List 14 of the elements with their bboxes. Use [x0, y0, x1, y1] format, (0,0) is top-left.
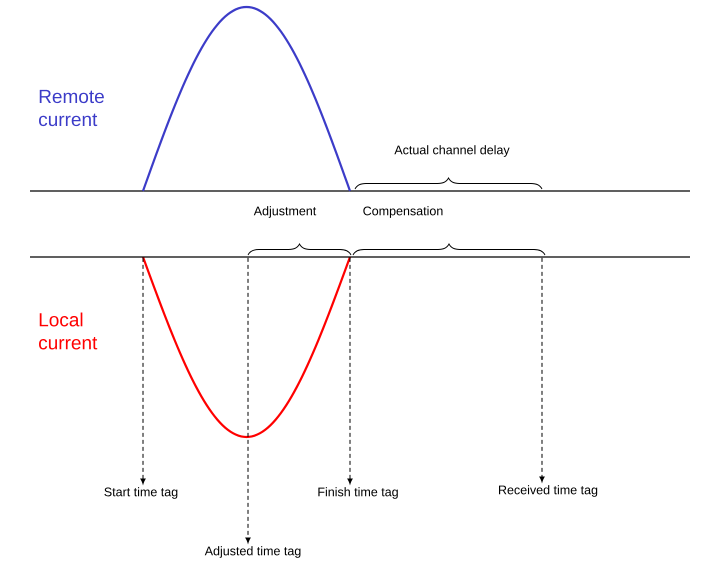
time-tag-label: Start time tag [104, 487, 178, 499]
brace-label: Actual channel delay [394, 145, 510, 157]
time-axis [30, 256, 690, 258]
time-tag-label: Finish time tag [318, 487, 398, 499]
remote-current-label: Remote current [39, 90, 104, 126]
time-tag-label: Received time tag [499, 485, 598, 497]
local-current-label: Local current [39, 312, 98, 350]
dashed-arrow [245, 257, 251, 544]
dashed-arrow [140, 257, 146, 484]
brace-label: Compensation [363, 206, 442, 218]
dashed-arrow [347, 257, 353, 484]
time-tag-label: Adjusted time tag [204, 546, 300, 558]
dashed-arrow [539, 257, 545, 482]
brace-label: Adjustment [254, 206, 316, 218]
